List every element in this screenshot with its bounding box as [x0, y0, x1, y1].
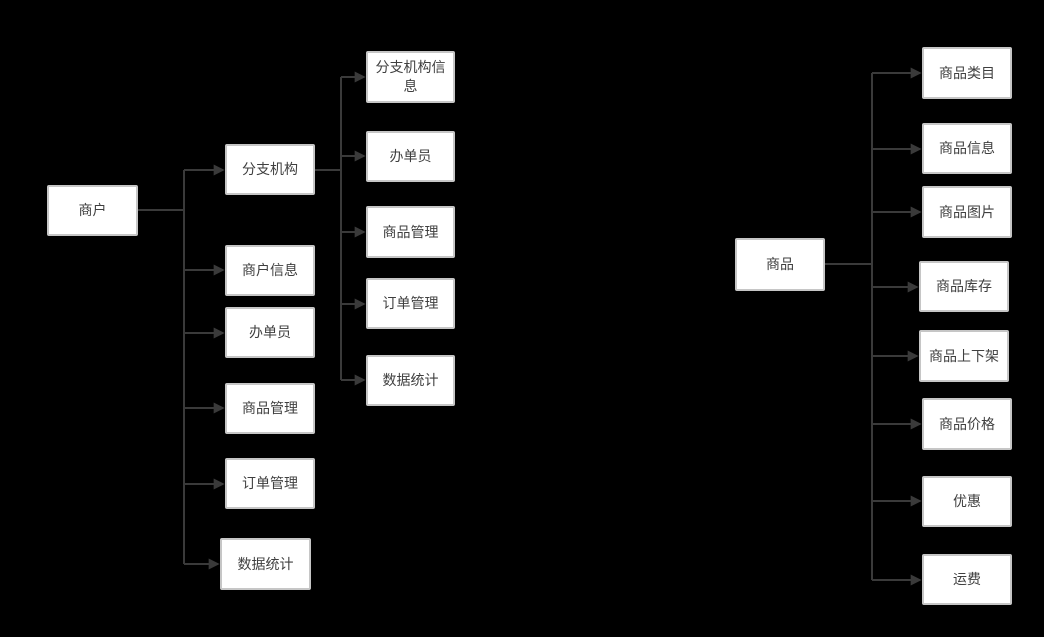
- node-branch-clerk: 办单员: [366, 131, 455, 182]
- node-product-category: 商品类目: [922, 47, 1012, 99]
- node-discount: 优惠: [922, 476, 1012, 527]
- node-merchant-info: 商户信息: [225, 245, 315, 296]
- product-tree-connectors: [825, 67, 922, 586]
- node-data-stats: 数据统计: [220, 538, 311, 590]
- node-product-price: 商品价格: [922, 398, 1012, 450]
- node-shipping: 运费: [922, 554, 1012, 605]
- node-product-shelf: 商品上下架: [919, 330, 1009, 382]
- node-branch-order-mgmt: 订单管理: [366, 278, 455, 329]
- node-order-mgmt: 订单管理: [225, 458, 315, 509]
- merchant-tree-connectors: [138, 164, 225, 570]
- node-branch-org: 分支机构: [225, 144, 315, 195]
- branch-subtree-connectors: [315, 71, 366, 386]
- node-merchant: 商户: [47, 185, 138, 236]
- node-product-info: 商品信息: [922, 123, 1012, 174]
- node-product: 商品: [735, 238, 825, 291]
- node-product-stock: 商品库存: [919, 261, 1009, 312]
- node-branch-info: 分支机构信息: [366, 51, 455, 103]
- node-clerk: 办单员: [225, 307, 315, 358]
- node-product-image: 商品图片: [922, 186, 1012, 238]
- node-product-mgmt: 商品管理: [225, 383, 315, 434]
- node-branch-data-stats: 数据统计: [366, 355, 455, 406]
- node-branch-product-mgmt: 商品管理: [366, 206, 455, 258]
